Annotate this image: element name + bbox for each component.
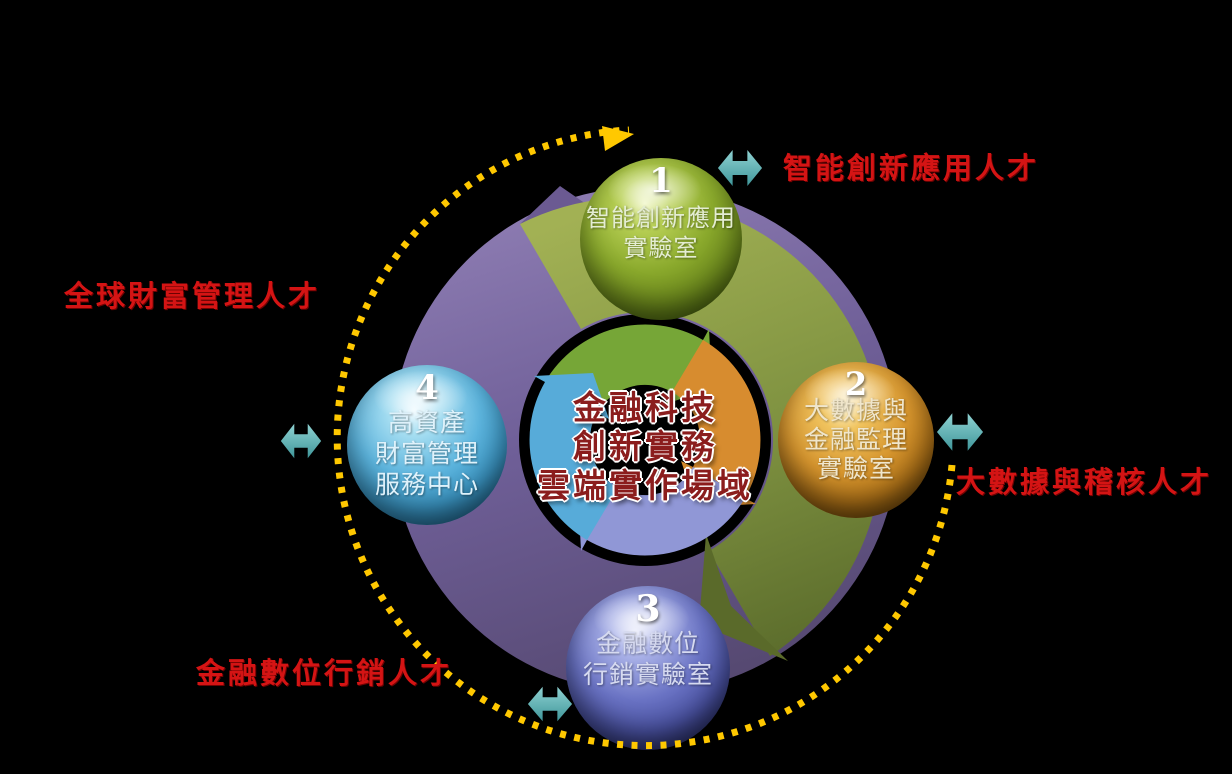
sphere-2-label-line: 大數據與	[803, 396, 908, 425]
ring-green-arrowhead	[699, 534, 788, 661]
sphere-3-label-line: 行銷實驗室	[582, 660, 713, 689]
sphere-4-label-line: 服務中心	[374, 470, 479, 499]
sphere-2-label-line: 實驗室	[816, 454, 895, 483]
ring-green-arc	[520, 197, 883, 656]
sphere-1-label-line: 智能創新應用	[586, 204, 736, 232]
double-arrow-icon-top-right	[717, 150, 763, 186]
sphere-2-bigdata-regtech-lab: 2 大數據與 金融監理 實驗室	[778, 362, 934, 518]
double-arrow-icon-left	[280, 423, 322, 459]
sphere-1-number: 1	[649, 161, 673, 201]
sphere-4-label-line: 財富管理	[374, 439, 479, 468]
sphere-2-label-line: 金融監理	[803, 425, 908, 454]
center-title-line-1: 金融科技	[573, 388, 717, 427]
sphere-3-digital-marketing-lab: 3 金融數位 行銷實驗室	[566, 586, 730, 750]
double-arrow-icon-bottom	[527, 686, 573, 722]
label-talent-global-wealth: 全球財富管理人才	[64, 279, 321, 313]
sphere-4-label-line: 高資產	[387, 408, 466, 437]
dashed-circle-arrowhead-icon	[602, 126, 634, 151]
double-arrow-icon-right	[936, 413, 984, 451]
sphere-2-number: 2	[844, 365, 868, 403]
sphere-1-label-line: 實驗室	[623, 234, 699, 262]
center-title: 金融科技 創新實務 雲端實作場域	[450, 388, 840, 505]
sphere-1-smart-innovation-lab: 1 智能創新應用 實驗室	[580, 158, 742, 320]
cycle-arrow-blue	[529, 373, 618, 540]
label-talent-smart-innovation: 智能創新應用人才	[783, 151, 1040, 185]
sphere-3-number: 3	[635, 588, 661, 630]
sphere-4-number: 4	[415, 368, 439, 408]
ring-purple-arrowhead	[520, 186, 586, 224]
sphere-4-wealth-service-center: 4 高資產 財富管理 服務中心	[347, 365, 507, 525]
label-talent-bigdata-audit: 大數據與稽核人才	[956, 465, 1213, 499]
center-title-line-2: 創新實務	[573, 427, 717, 466]
center-cycle-arrows	[529, 324, 761, 556]
center-title-line-3: 雲端實作場域	[537, 466, 753, 505]
sphere-3-label-line: 金融數位	[595, 629, 700, 658]
label-talent-digital-marketing: 金融數位行銷人才	[196, 656, 453, 690]
cycle-arrow-orange	[672, 340, 761, 507]
cycle-arrow-periwinkle	[578, 467, 745, 556]
